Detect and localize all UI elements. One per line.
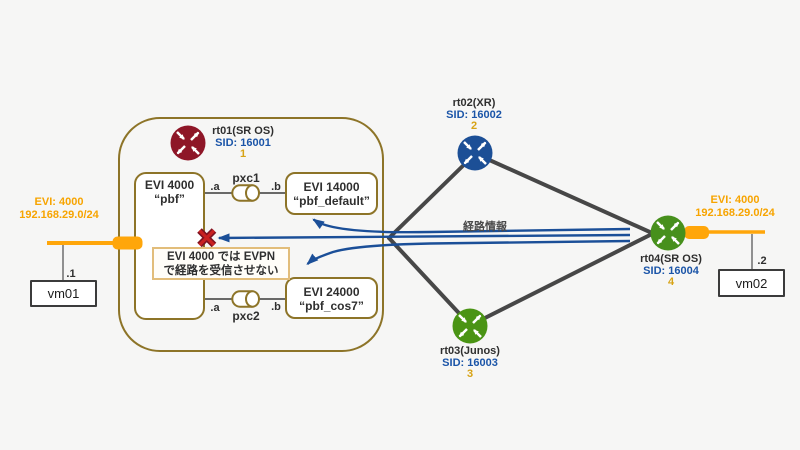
rt01-number: 1 xyxy=(239,148,247,160)
vm02-ip-suffix: .2 xyxy=(757,255,767,267)
rt02-name: rt02(XR) xyxy=(452,97,496,109)
route-info-label: 経路情報 xyxy=(463,221,507,233)
right-evi-id: EVI: 4000 xyxy=(710,194,760,206)
evi-14000-name: “pbf_default” xyxy=(293,193,370,208)
right-evi-label: EVI: 4000 192.168.29.0/24 xyxy=(695,194,775,219)
rt03-sid: SID: 16003 xyxy=(442,356,498,369)
rt03-name: rt03(Junos) xyxy=(440,345,500,357)
pxc1-port-b: .b xyxy=(271,181,281,193)
pxc2-port-b: .b xyxy=(271,301,281,313)
vm01-box: vm01 xyxy=(30,280,97,307)
left-evi-id: EVI: 4000 xyxy=(34,196,84,208)
evi-14000-id: EVI 14000 xyxy=(303,180,360,194)
rt01-title: rt01(SR OS) SID: 16001 1 xyxy=(212,125,274,161)
rt04-name: rt04(SR OS) xyxy=(640,253,702,265)
right-evi-subnet: 192.168.29.0/24 xyxy=(695,206,775,219)
rt03-title: rt03(Junos) SID: 16003 3 xyxy=(440,345,500,381)
rt02-number: 2 xyxy=(470,120,478,132)
rt04-sid: SID: 16004 xyxy=(643,264,699,277)
evpn-note-line1: EVI 4000 では EVPN xyxy=(166,251,276,263)
evi-4000-box: EVI 4000 “pbf” xyxy=(134,172,205,320)
vm01-ip-suffix: .1 xyxy=(66,268,76,280)
pxc2-port-a: .a xyxy=(210,302,220,314)
igp-links-right xyxy=(469,152,654,327)
rt02-title: rt02(XR) SID: 16002 2 xyxy=(446,97,502,133)
evi-24000-box: EVI 24000 “pbf_cos7” xyxy=(285,277,378,319)
evpn-note-line2: で経路を受信させない xyxy=(163,264,279,277)
rt03-number: 3 xyxy=(466,368,474,380)
evi-24000-id: EVI 24000 xyxy=(303,285,360,299)
evpn-note-box: EVI 4000 では EVPN で経路を受信させない xyxy=(152,247,290,280)
evi-4000-id: EVI 4000 xyxy=(144,178,195,192)
pxc2-label: pxc2 xyxy=(232,309,260,323)
evi-24000-name: “pbf_cos7” xyxy=(299,298,364,313)
left-evi-subnet: 192.168.29.0/24 xyxy=(19,208,99,221)
rt02-sid: SID: 16002 xyxy=(446,108,502,121)
rt04-number: 4 xyxy=(667,276,675,288)
vm02-box: vm02 xyxy=(718,269,785,297)
igp-links-left xyxy=(387,152,477,327)
evi-4000-name: “pbf” xyxy=(154,191,185,206)
rt03-router-icon xyxy=(452,308,488,344)
rt02-router-icon xyxy=(457,135,493,171)
vm02-label: vm02 xyxy=(735,276,768,291)
rt01-sid: SID: 16001 xyxy=(215,136,271,149)
rt04-title: rt04(SR OS) SID: 16004 4 xyxy=(640,253,702,289)
pxc1-port-a: .a xyxy=(210,181,220,193)
pxc1-label: pxc1 xyxy=(232,171,260,185)
vm01-label: vm01 xyxy=(47,286,80,301)
evi-14000-box: EVI 14000 “pbf_default” xyxy=(285,172,378,215)
rt04-router-icon xyxy=(650,215,686,251)
rt04-access-port xyxy=(684,226,709,239)
left-evi-label: EVI: 4000 192.168.29.0/24 xyxy=(19,196,99,221)
rt01-name: rt01(SR OS) xyxy=(212,125,274,137)
